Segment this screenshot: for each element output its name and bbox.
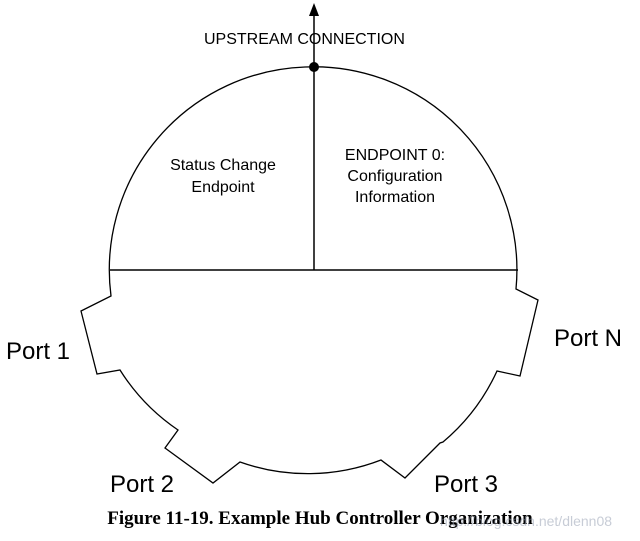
endpoint0-label: ENDPOINT 0: (345, 147, 445, 164)
information-label: Information (355, 189, 435, 206)
upstream-label: UPSTREAM CONNECTION (204, 31, 405, 48)
upstream-arrowhead (309, 3, 319, 16)
port-1-label: Port 1 (6, 338, 70, 365)
upstream-label-bg (201, 27, 439, 49)
upstream-connection-dot (309, 62, 319, 72)
port-3-label: Port 3 (434, 471, 498, 498)
port-n-label: Port N (554, 325, 622, 352)
status-change-label: Status Change (170, 157, 276, 174)
watermark: http://blog.csdn.net/dlenn08 (440, 513, 613, 529)
figure-caption: Figure 11-19. Example Hub Controller Org… (107, 508, 533, 529)
hub-outline (80, 66, 539, 484)
configuration-label: Configuration (347, 168, 442, 185)
port-2-label: Port 2 (110, 471, 174, 498)
endpoint-label: Endpoint (191, 179, 255, 196)
